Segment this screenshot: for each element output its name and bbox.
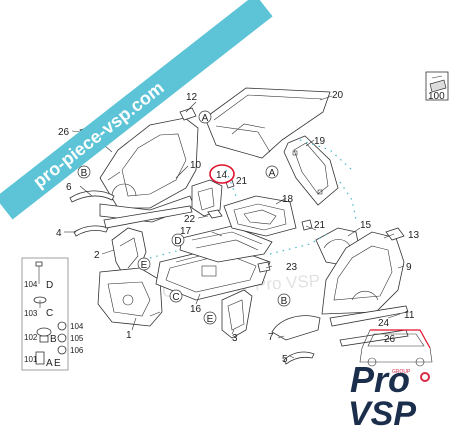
ref-letter-e: E: [207, 314, 214, 325]
callout-26: 26: [384, 334, 396, 345]
callout-20: 20: [332, 90, 344, 101]
highlight-circle: [209, 164, 235, 184]
fastener-stack: [57, 321, 67, 355]
fastener-num: 101: [24, 355, 38, 364]
part-rear-brackets: [191, 179, 313, 273]
car-overview: [359, 329, 433, 367]
ref-letters: A A B B C D E E: [81, 113, 288, 325]
callout-21: 21: [236, 176, 248, 187]
logo-tagline: GROUP: [392, 369, 411, 375]
callout-16: 16: [190, 304, 202, 315]
callout-15: 15: [360, 220, 372, 231]
fastener-letter: B: [50, 334, 57, 345]
fastener-letter: C: [46, 308, 53, 319]
part-left-bodyside: [99, 117, 199, 223]
callout-13: 13: [408, 230, 420, 241]
callout-1: 1: [126, 330, 132, 341]
parts-kit-icon: [425, 71, 449, 101]
ref-letter-c: C: [172, 292, 179, 303]
fastener-num: 103: [24, 309, 38, 318]
callout-22: 22: [184, 214, 196, 225]
stack-num: 106: [70, 346, 84, 355]
ref-letter-b: B: [81, 168, 88, 179]
part-tunnel: [179, 225, 273, 263]
callout-26: 26: [58, 127, 70, 138]
ref-letter-e: E: [141, 260, 148, 271]
ref-letter-a: A: [269, 168, 276, 179]
stack-num: 104: [70, 322, 84, 331]
callout-11: 11: [404, 310, 415, 321]
callout-9: 9: [406, 262, 412, 273]
logo-text-pro: Pro: [350, 359, 410, 400]
fastener-num: 102: [24, 333, 38, 342]
part-front-floor: [97, 267, 163, 327]
part-rear-sill-bracket: [221, 289, 253, 339]
part-roof: [204, 87, 331, 159]
stack-letter: E: [54, 358, 61, 369]
part-rear-floor: [223, 195, 297, 237]
callout-21: 21: [314, 220, 326, 231]
callout-19: 19: [314, 136, 326, 147]
fastener-letter: A: [46, 358, 53, 369]
callout-12: 12: [186, 92, 198, 103]
callout-10: 10: [190, 160, 202, 171]
brand-logo: Pro VSP GROUP: [348, 359, 430, 433]
assembly-dots: [149, 139, 357, 259]
callout-14: 14: [216, 170, 228, 181]
callout-5: 5: [282, 354, 288, 365]
callout-6: 6: [66, 182, 72, 193]
ref-letter-d: D: [174, 236, 181, 247]
callout-3: 3: [232, 333, 238, 344]
ref-circles: [77, 110, 291, 325]
logo-text-vsp: VSP: [348, 395, 416, 433]
leader-lines: [64, 95, 405, 359]
fastener-labels: 104 D 103 C 102 B 101 A 104 105 106 E: [24, 280, 84, 369]
ref-letter-a: A: [202, 113, 209, 124]
fastener-num: 104: [24, 280, 38, 289]
fastener-letter: D: [46, 280, 53, 291]
part-front-lower: [69, 190, 193, 237]
callout-23: 23: [286, 262, 298, 273]
ref-letter-b: B: [281, 296, 288, 307]
callout-17: 17: [180, 226, 192, 237]
stack-num: 105: [70, 334, 84, 343]
part-right-bodyside: [321, 227, 409, 327]
part-rear-frame: [283, 135, 339, 206]
callout-2: 2: [94, 250, 100, 261]
callout-18: 18: [282, 194, 294, 205]
callout-4: 4: [56, 228, 62, 239]
callout-24: 24: [378, 318, 390, 329]
callout-100: 100: [428, 91, 445, 102]
callout-7: 7: [268, 332, 274, 343]
